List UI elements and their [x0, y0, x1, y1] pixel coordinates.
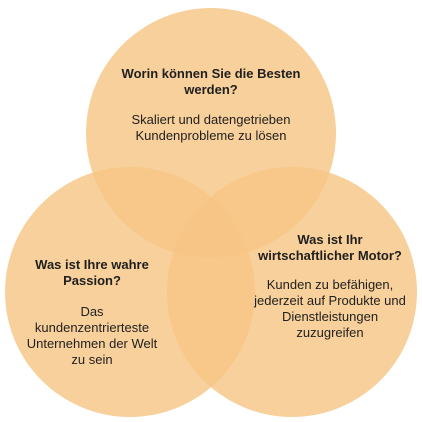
top-circle-text: Worin können Sie die Besten werden? Skal…: [96, 66, 326, 144]
right-circle-text: Was ist Ihr wirtschaftlicher Motor? Kund…: [248, 232, 412, 341]
left-circle-answer: Das kundenzentrierteste Unternehmen der …: [26, 304, 158, 367]
right-circle-answer: Kunden zu befähigen, jederzeit auf Produ…: [254, 277, 406, 340]
left-circle-text: Was ist Ihre wahre Passion? Das kundenze…: [22, 257, 162, 368]
venn-circle-right: [167, 167, 417, 417]
top-circle-question: Worin können Sie die Besten werden?: [121, 66, 301, 97]
top-circle-answer: Skaliert und datengetrieben Kundenproble…: [131, 112, 291, 143]
left-circle-question: Was ist Ihre wahre Passion?: [35, 257, 149, 288]
right-circle-question: Was ist Ihr wirtschaftlicher Motor?: [258, 232, 402, 263]
